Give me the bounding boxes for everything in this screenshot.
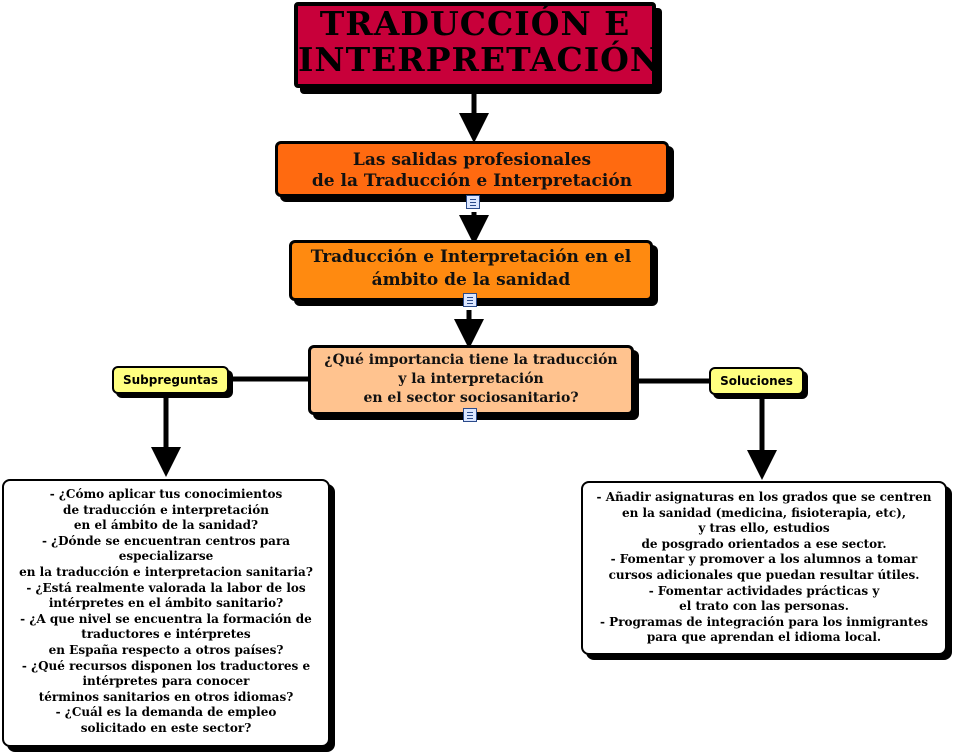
soluciones-label[interactable]: Soluciones	[709, 367, 804, 395]
node3-line-2: y la interpretación	[398, 371, 544, 387]
subpreguntas-text-line: en España respecto a otros países?	[48, 642, 284, 657]
title-line-2: INTERPRETACIÓN	[298, 40, 662, 79]
soluciones-text-line: de posgrado orientados a ese sector.	[641, 536, 887, 551]
soluciones-text-line: el trato con las personas.	[679, 599, 849, 614]
subpreguntas-label[interactable]: Subpreguntas	[112, 366, 229, 394]
soluciones-text-line: - Fomentar actividades prácticas y	[648, 583, 880, 598]
title-line-1: TRADUCCIÓN E	[319, 4, 631, 43]
note-icon[interactable]	[463, 408, 477, 422]
subpreguntas-text-line: términos sanitarios en otros idiomas?	[38, 689, 294, 704]
subpreguntas-text-line: - ¿Cómo aplicar tus conocimientos	[49, 487, 283, 501]
note-icon[interactable]	[466, 195, 480, 209]
node3-line-3: en el sector sociosanitario?	[363, 390, 579, 406]
subpreguntas-text-line: intérpretes en el ámbito sanitario?	[48, 596, 284, 611]
soluciones-text-line: y tras ello, estudios	[698, 521, 830, 536]
node-salidas-profesionales[interactable]: Las salidas profesionales de la Traducci…	[275, 141, 669, 197]
subpreguntas-text-line: - ¿A que nivel se encuentra la formación…	[20, 611, 312, 626]
soluciones-text-line: en la sanidad (medicina, fisioterapia, e…	[621, 505, 906, 520]
node1-line-2: de la Traducción e Interpretación	[311, 171, 633, 191]
node3-line-1: ¿Qué importancia tiene la traducción	[324, 352, 618, 368]
subpreguntas-text-line: - ¿Dónde se encuentran centros para	[41, 533, 291, 548]
node1-line-1: Las salidas profesionales	[352, 150, 592, 170]
main-title-box[interactable]: TRADUCCIÓN E INTERPRETACIÓN	[294, 2, 662, 88]
soluciones-text-line: para que aprendan el idioma local.	[646, 630, 882, 645]
subpreguntas-text-line: en el ámbito de la sanidad?	[73, 518, 259, 533]
subpreguntas-text-line: intérpretes para conocer	[82, 674, 250, 689]
soluciones-text-line: - Añadir asignaturas en los grados que s…	[596, 490, 932, 504]
node2-line-1: Traducción e Interpretación en el	[310, 247, 632, 267]
subpreguntas-text-line: solicitado en este sector?	[80, 720, 252, 735]
note-icon[interactable]	[463, 293, 477, 307]
subpreguntas-text-line: - ¿Está realmente valorada la labor de l…	[26, 580, 306, 595]
subpreguntas-text-line: - ¿Cuál es la demanda de empleo	[55, 705, 277, 720]
soluciones-box[interactable]: - Añadir asignaturas en los grados que s…	[581, 481, 947, 655]
node2-line-2: ámbito de la sanidad	[371, 270, 571, 290]
node-pregunta-central[interactable]: ¿Qué importancia tiene la traducción y l…	[308, 345, 634, 415]
subpreguntas-text-line: traductores e intérpretes	[81, 627, 251, 642]
soluciones-text-line: - Programas de integración para los inmi…	[600, 614, 928, 629]
soluciones-text-line: cursos adicionales que puedan resultar ú…	[608, 567, 920, 582]
soluciones-text-line: - Fomentar y promover a los alumnos a to…	[610, 552, 918, 567]
subpreguntas-text-line: - ¿Qué recursos disponen los traductores…	[21, 658, 311, 673]
subpreguntas-text-line: en la traducción e interpretacion sanita…	[19, 564, 313, 579]
node-ambito-sanidad[interactable]: Traducción e Interpretación en el ámbito…	[289, 240, 653, 301]
subpreguntas-text-line: de traducción e interpretación	[63, 502, 269, 517]
subpreguntas-text-line: especializarse	[118, 549, 214, 564]
